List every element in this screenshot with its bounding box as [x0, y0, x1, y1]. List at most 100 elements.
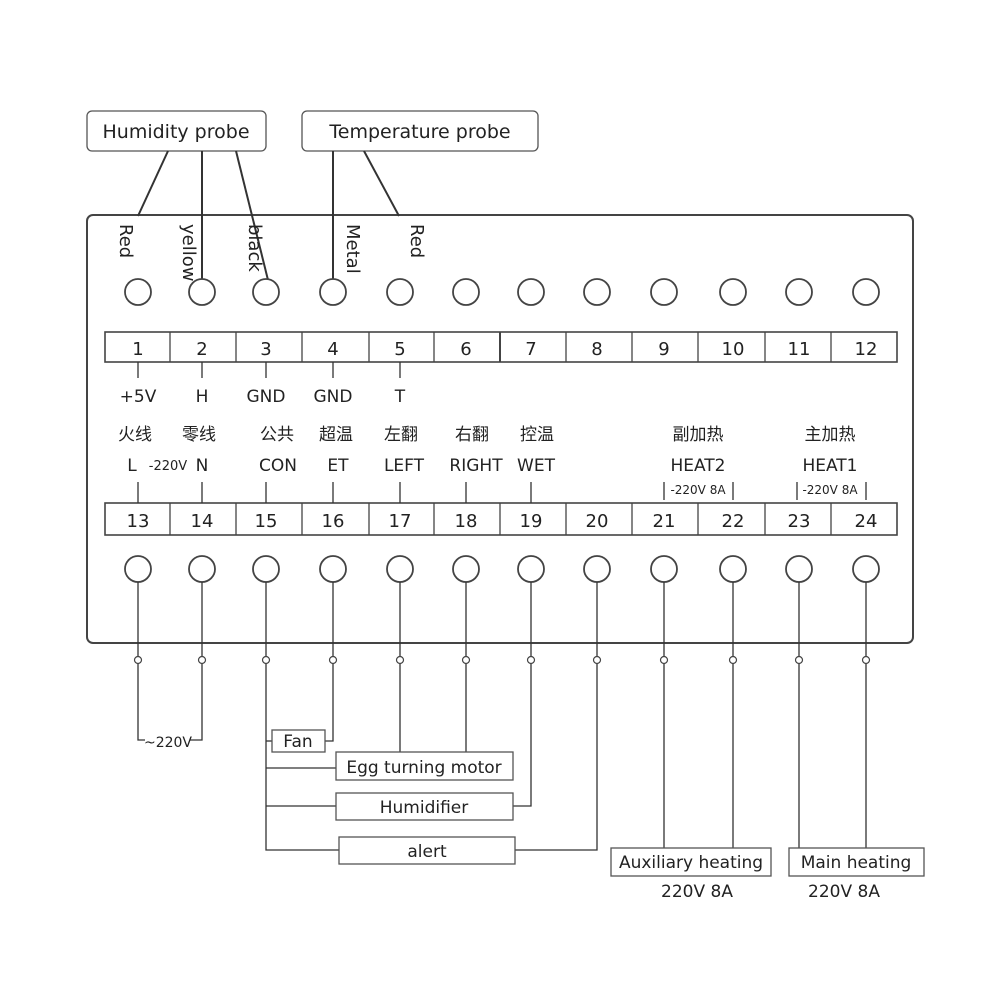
- heat2-name: HEAT2: [670, 456, 725, 476]
- junction-dot: [659, 655, 669, 665]
- bottom-terminal-strip: [104, 502, 898, 536]
- top-signal-label: T: [394, 387, 406, 407]
- bottom-terminal-number: 19: [520, 511, 543, 532]
- temperature-probe-box: [301, 110, 539, 152]
- bottom-terminal-screw: [583, 555, 611, 583]
- top-terminal-number: 5: [394, 339, 405, 360]
- terminal-chinese-label: 左翻: [384, 425, 418, 445]
- bottom-terminal-screw: [188, 555, 216, 583]
- terminal-signal-label: WET: [517, 456, 556, 476]
- bottom-terminal-screw: [719, 555, 747, 583]
- fan-box: [271, 729, 326, 753]
- top-terminal-screw: [319, 278, 347, 306]
- junction-dot: [526, 655, 536, 665]
- aux-heating-box: [610, 847, 772, 877]
- top-terminal-screw: [583, 278, 611, 306]
- terminal-chinese-label: 公共: [260, 425, 294, 445]
- top-terminal-screw: [252, 278, 280, 306]
- top-terminal-number: 6: [460, 339, 471, 360]
- external-wiring: [137, 582, 867, 851]
- bottom-terminal-screw: [124, 555, 152, 583]
- controller-body: [86, 214, 914, 644]
- top-terminal-number: 8: [591, 339, 602, 360]
- bottom-terminal-number: 21: [653, 511, 676, 532]
- bottom-terminal-number: 13: [127, 511, 150, 532]
- junction-dot: [861, 655, 871, 665]
- terminal-signal-label: N: [196, 456, 209, 476]
- humidifier-box: [335, 792, 514, 821]
- alert-box: [338, 836, 516, 865]
- heat1-chinese: 主加热: [805, 425, 856, 445]
- bottom-terminal-number: 17: [389, 511, 412, 532]
- bottom-terminal-number: 16: [322, 511, 345, 532]
- bottom-terminal-number: 22: [722, 511, 745, 532]
- terminal-signal-label: ET: [327, 456, 349, 476]
- top-terminal-number: 10: [722, 339, 745, 360]
- motor-label: Egg turning motor: [346, 758, 501, 778]
- top-terminal-number: 1: [132, 339, 143, 360]
- junction-dot: [133, 655, 143, 665]
- bottom-terminal-screw: [852, 555, 880, 583]
- top-terminal-number: 4: [327, 339, 338, 360]
- top-terminal-number: 3: [260, 339, 271, 360]
- wire-color-label: yellow: [178, 224, 199, 281]
- terminal-signal-label: LEFT: [384, 456, 425, 476]
- top-terminal-screw: [852, 278, 880, 306]
- main-heating-rating: 220V 8A: [808, 882, 880, 902]
- aux-heating-rating: 220V 8A: [661, 882, 733, 902]
- heat2-rating: -220V 8A: [670, 483, 726, 497]
- junction-dot: [395, 655, 405, 665]
- terminal-signal-label: L: [127, 456, 137, 476]
- top-terminal-number: 11: [788, 339, 811, 360]
- terminal-chinese-label: 火线: [118, 425, 152, 445]
- terminal-signal-label: CON: [259, 456, 297, 476]
- bottom-terminal-screw: [785, 555, 813, 583]
- supply-label: ~220V: [144, 735, 192, 751]
- top-terminal-number: 9: [658, 339, 669, 360]
- bottom-terminal-number: 24: [855, 511, 878, 532]
- top-signal-label: GND: [247, 387, 286, 407]
- junction-dot: [794, 655, 804, 665]
- terminal-chinese-label: 零线: [182, 425, 216, 445]
- junction-dot: [328, 655, 338, 665]
- top-terminal-screw: [386, 278, 414, 306]
- bottom-terminal-screw: [452, 555, 480, 583]
- temperature-probe-label: Temperature probe: [328, 121, 510, 143]
- heat1-rating: -220V 8A: [802, 483, 858, 497]
- bottom-terminal-screw: [252, 555, 280, 583]
- terminal-chinese-label: 控温: [520, 425, 554, 445]
- top-terminal-screw: [650, 278, 678, 306]
- top-terminal-number: 7: [525, 339, 536, 360]
- humidity-wire-black: [235, 150, 269, 281]
- top-terminal-number: 12: [855, 339, 878, 360]
- main-heating-label: Main heating: [801, 853, 912, 873]
- humidity-probe-box: [86, 110, 267, 152]
- humidifier-label: Humidifier: [380, 798, 469, 818]
- bottom-terminal-screw: [319, 555, 347, 583]
- fan-label: Fan: [283, 732, 312, 752]
- bottom-terminal-number: 15: [255, 511, 278, 532]
- bottom-terminal-screw: [650, 555, 678, 583]
- aux-heating-label: Auxiliary heating: [619, 853, 763, 873]
- terminal-signal-label: RIGHT: [449, 456, 503, 476]
- heat2-chinese: 副加热: [673, 425, 724, 445]
- wire-color-label: Red: [115, 224, 136, 258]
- top-terminal-screw: [124, 278, 152, 306]
- junction-dot: [728, 655, 738, 665]
- bottom-terminal-screw: [386, 555, 414, 583]
- wire-color-label: black: [244, 224, 265, 272]
- top-terminal-screw: [188, 278, 216, 306]
- top-signal-label: +5V: [120, 387, 157, 407]
- motor-box: [335, 751, 514, 781]
- supply-inline-label: -220V: [149, 459, 188, 474]
- top-signal-label: H: [196, 387, 209, 407]
- bottom-terminal-number: 23: [788, 511, 811, 532]
- junction-dot: [592, 655, 602, 665]
- junction-dot: [261, 655, 271, 665]
- alert-label: alert: [407, 842, 447, 862]
- top-terminal-screw: [785, 278, 813, 306]
- junction-dot: [197, 655, 207, 665]
- bottom-terminal-number: 18: [455, 511, 478, 532]
- bottom-terminal-number: 14: [191, 511, 214, 532]
